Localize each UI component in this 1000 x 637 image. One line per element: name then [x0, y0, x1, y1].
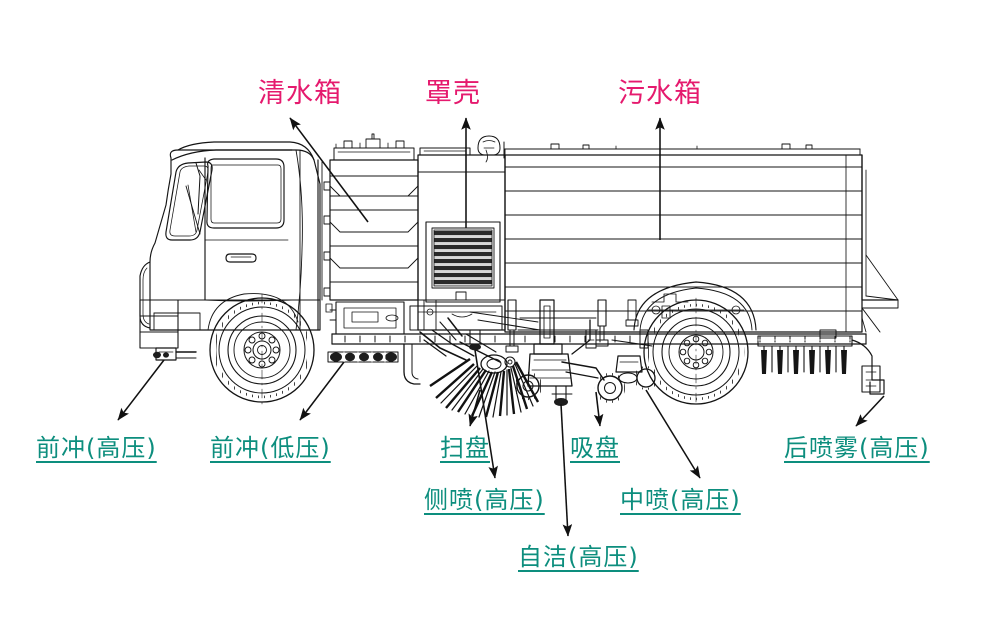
leader-center-spray-high: [645, 389, 701, 479]
leader-rear-mist-high: [855, 395, 885, 427]
label-center-spray-high: 中喷(高压): [620, 486, 741, 514]
leader-front-flush-low: [299, 361, 345, 421]
label-self-clean-high: 自洁(高压): [518, 543, 639, 571]
leader-side-spray-high: [474, 349, 498, 479]
leader-self-clean-high: [560, 403, 573, 537]
front-wheel: [209, 293, 315, 407]
front-low-pressure-nozzle-bar: [327, 343, 421, 385]
leader-suction-nozzle: [593, 391, 604, 427]
cover-shell: [417, 135, 506, 331]
label-sewage-tank: 污水箱: [618, 78, 702, 109]
sewage-tank: [504, 143, 899, 333]
suction-nozzle-assembly: [469, 299, 658, 404]
label-front-flush-low: 前冲(低压): [210, 434, 331, 462]
label-suction-nozzle: 吸盘: [570, 434, 620, 462]
truck-cab: [139, 141, 321, 361]
label-sweep-disc: 扫盘: [440, 434, 490, 462]
label-cover-shell: 罩壳: [425, 78, 481, 109]
leader-clean-water-tank: [289, 117, 369, 223]
label-side-spray-high: 侧喷(高压): [424, 486, 545, 514]
label-front-flush-high: 前冲(高压): [36, 434, 157, 462]
rear-wheel: [633, 281, 757, 407]
leader-sweep-disc: [468, 389, 481, 427]
label-rear-mist-high: 后喷雾(高压): [784, 434, 930, 462]
misc-underbody-parts: [423, 299, 671, 331]
rear-spray-bar: [757, 329, 885, 395]
clean-water-tank: [321, 133, 419, 301]
under-body-toolbox: [325, 301, 503, 335]
self-clean-nozzle: [551, 385, 573, 406]
leader-front-flush-high: [117, 359, 165, 421]
label-clean-water-tank: 清水箱: [258, 78, 342, 109]
side-spray-nozzle: [469, 329, 481, 351]
sweeping-brush-assembly: [419, 317, 540, 418]
